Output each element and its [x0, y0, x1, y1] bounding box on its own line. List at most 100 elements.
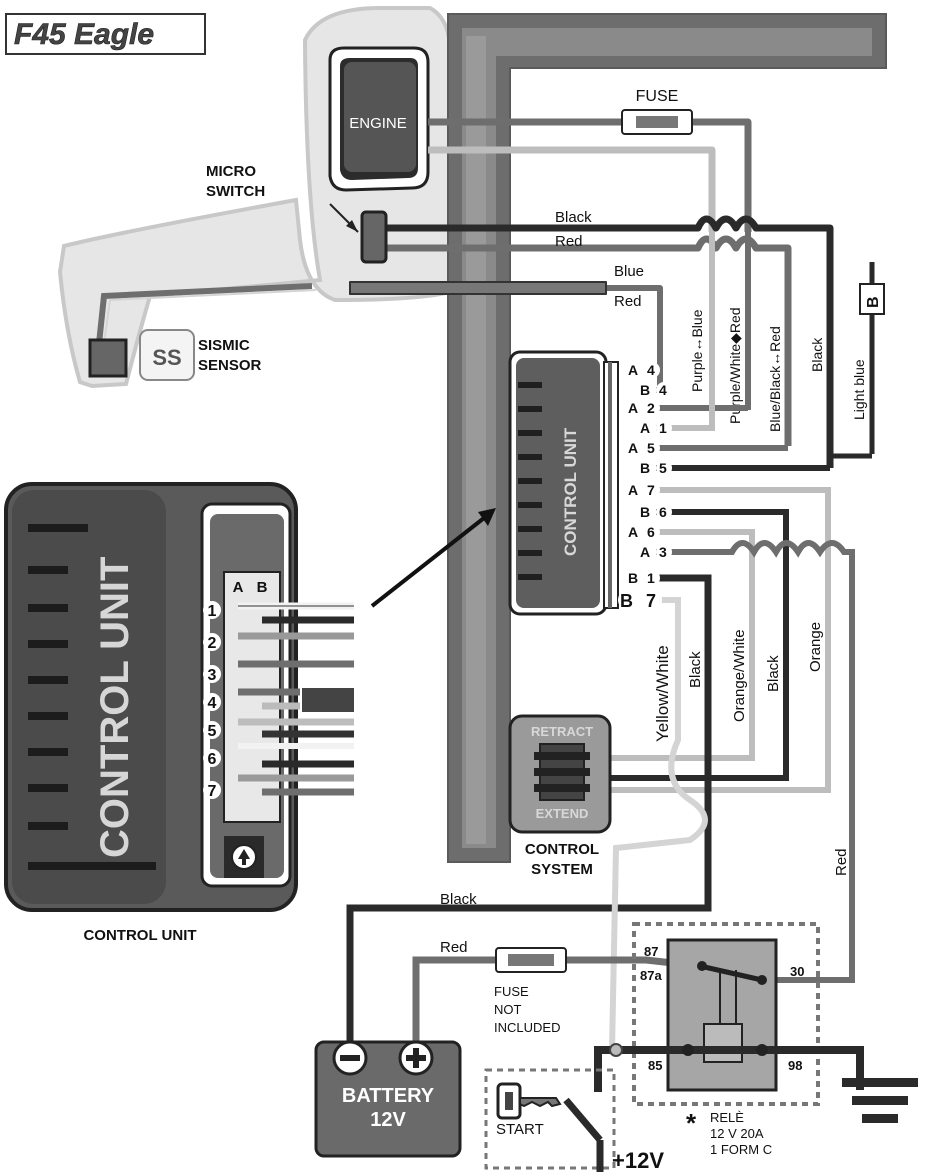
control-unit-big: CONTROL UNIT A B 1 2 3 4 5 6 7 — [4, 482, 354, 944]
wire-label-orange-white: Orange/White — [731, 629, 748, 722]
start-label: START — [496, 1121, 544, 1138]
connector-wire-stubs — [238, 602, 354, 796]
relay: 87 87a 30 85 98 * RELÈ 12 V 20A 1 FORM C — [594, 922, 864, 1157]
svg-text:4: 4 — [208, 695, 217, 712]
top-wires — [349, 118, 875, 468]
svg-text:B: B — [628, 570, 638, 586]
svg-text:1: 1 — [647, 570, 655, 586]
connector-col-b: B — [257, 579, 268, 596]
svg-text:2: 2 — [208, 635, 217, 652]
svg-text:7: 7 — [647, 482, 655, 498]
wire-label-black-lower2: Black — [765, 655, 782, 692]
wire-label-black-top: Black — [555, 209, 592, 226]
relay-pin-98: 98 — [788, 1058, 802, 1073]
micro-switch: MICRO SWITCH — [206, 163, 388, 264]
zoom-arrow — [370, 508, 496, 608]
control-unit-small: CONTROL UNIT — [508, 350, 619, 616]
svg-text:5: 5 — [659, 460, 667, 476]
svg-text:B: B — [640, 460, 650, 476]
b-tag: B — [859, 283, 885, 315]
control-system-caption-1: CONTROL — [525, 841, 599, 858]
sismic-sensor-label-1: SISMIC — [198, 337, 250, 354]
control-system-retract: RETRACT — [531, 724, 593, 739]
fuse-bottom-label-1: FUSE — [494, 984, 529, 999]
wire-label-red-battery: Red — [440, 939, 468, 956]
micro-switch-label-1: MICRO — [206, 163, 256, 180]
svg-text:3: 3 — [659, 544, 667, 560]
svg-text:7: 7 — [646, 591, 656, 611]
svg-text:B: B — [640, 504, 650, 520]
wire-label-black-battery: Black — [440, 891, 477, 908]
svg-text:A: A — [628, 440, 638, 456]
start-switch: START +12V — [484, 1068, 664, 1173]
relay-pin-87a: 87a — [640, 968, 662, 983]
connector-row-numbers: 1 2 3 4 5 6 7 — [203, 601, 221, 800]
wire-label-red-mid: Red — [614, 293, 642, 310]
plus-12v-label: +12V — [612, 1148, 664, 1173]
wire-label-light-blue: Light blue — [851, 359, 867, 420]
wire-label-black-right: Black — [809, 337, 825, 372]
svg-text:6: 6 — [647, 524, 655, 540]
svg-text:5: 5 — [208, 723, 217, 740]
svg-text:6: 6 — [208, 751, 217, 768]
svg-text:A: A — [628, 362, 638, 378]
micro-switch-label-2: SWITCH — [206, 183, 265, 200]
svg-text:2: 2 — [647, 400, 655, 416]
fuse-bottom-label-2: NOT — [494, 1002, 522, 1017]
control-unit-small-label: CONTROL UNIT — [561, 427, 580, 556]
top-wire-labels: Black Red Blue Red Purple↔Blue Purple/Wh… — [555, 209, 867, 432]
relay-note-3: 1 FORM C — [710, 1142, 772, 1157]
svg-text:B: B — [620, 591, 633, 611]
engine-label: ENGINE — [349, 115, 407, 132]
connector-col-a: A — [233, 579, 244, 596]
control-system: RETRACT EXTEND CONTROL SYSTEM — [508, 714, 612, 878]
relay-note-star: * — [686, 1108, 697, 1138]
battery: Black Red BATTERY 12V — [314, 891, 496, 1158]
chassis-frame — [447, 13, 887, 863]
control-system-caption-2: SYSTEM — [531, 861, 593, 878]
sismic-sensor: SS SISMIC SENSOR — [88, 329, 262, 381]
svg-text:B: B — [640, 382, 650, 398]
svg-text:3: 3 — [208, 667, 217, 684]
battery-label-1: BATTERY — [342, 1085, 435, 1107]
wire-label-purple-blue: Purple↔Blue — [689, 309, 705, 392]
engine: ENGINE — [328, 46, 430, 192]
svg-text:6: 6 — [659, 504, 667, 520]
svg-text:5: 5 — [647, 440, 655, 456]
svg-text:4: 4 — [647, 362, 655, 378]
fuse-top-label: FUSE — [636, 88, 679, 105]
brand-logo: F45 Eagle — [5, 13, 206, 55]
svg-text:A: A — [628, 482, 638, 498]
svg-text:A: A — [628, 400, 638, 416]
wire-label-purple-white-red: Purple/White◆Red — [727, 307, 743, 424]
relay-note-1: RELÈ — [710, 1110, 744, 1125]
wire-label-yellow-white: Yellow/White — [653, 645, 672, 742]
relay-note-2: 12 V 20A — [710, 1126, 764, 1141]
wire-label-black-lower1: Black — [687, 651, 704, 688]
fuse-bottom: FUSE NOT INCLUDED — [494, 947, 701, 1035]
wire-label-red-right: Red — [833, 848, 850, 876]
wire-label-red-top: Red — [555, 233, 583, 250]
svg-text:4: 4 — [659, 382, 667, 398]
svg-text:7: 7 — [208, 783, 217, 800]
lower-wire-labels: Yellow/White Black Orange/White Black Or… — [653, 622, 850, 876]
b-tag-label: B — [865, 296, 882, 308]
control-unit-big-label: CONTROL UNIT — [93, 557, 137, 858]
fuse-bottom-label-3: INCLUDED — [494, 1020, 560, 1035]
relay-pin-87: 87 — [644, 944, 658, 959]
control-unit-caption: CONTROL UNIT — [83, 927, 196, 944]
wire-label-blue: Blue — [614, 263, 644, 280]
